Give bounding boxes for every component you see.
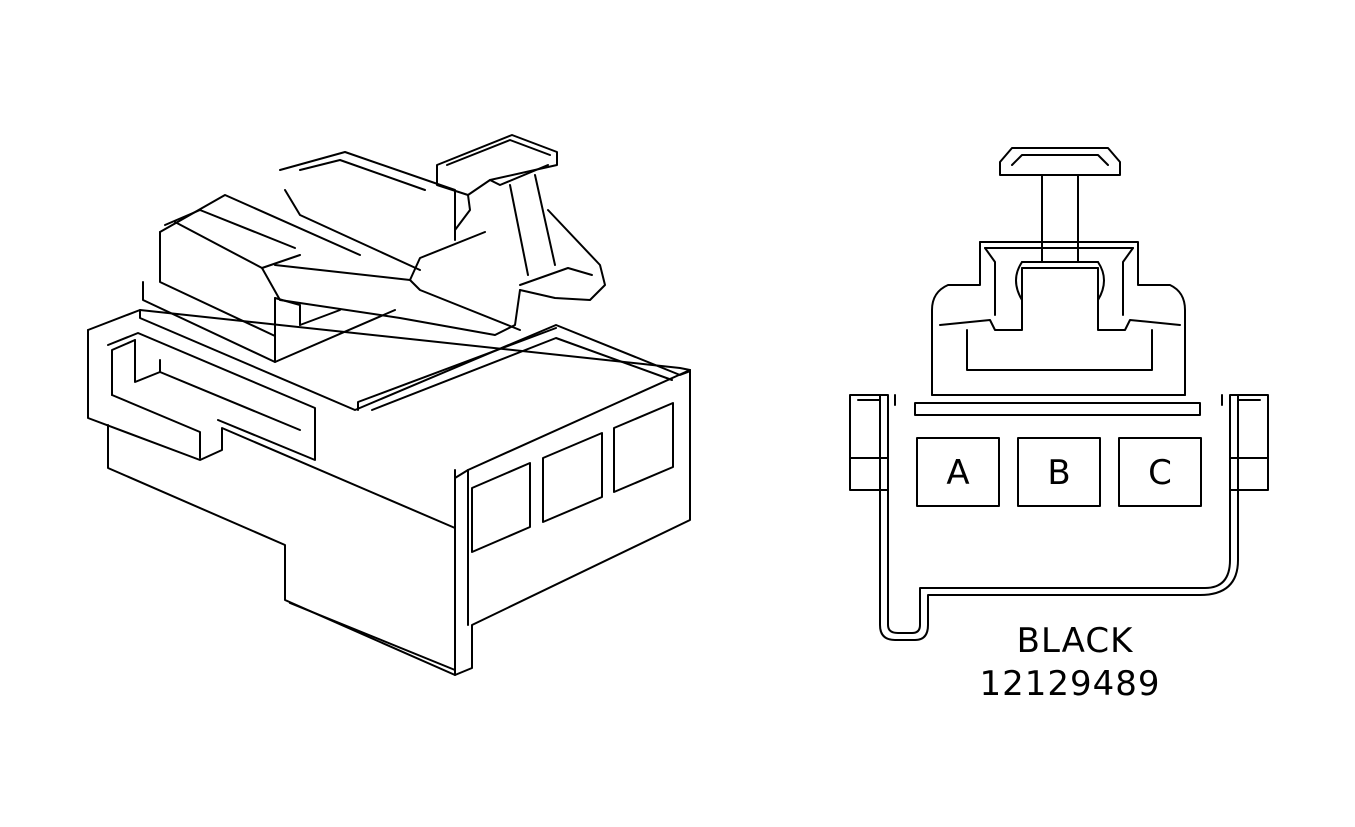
front-face-view: A B C	[849, 147, 1269, 641]
cavity-b	[1017, 437, 1101, 507]
cavity-a	[916, 437, 1000, 507]
connector-color-label: BLACK	[1017, 621, 1134, 661]
cavity-c	[1118, 437, 1202, 507]
pin-label-c: C	[1148, 453, 1172, 493]
pin-label-a: A	[946, 453, 969, 493]
isometric-connector-view	[87, 134, 691, 676]
connector-part-number: 12129489	[979, 664, 1160, 704]
pin-label-b: B	[1047, 453, 1070, 493]
